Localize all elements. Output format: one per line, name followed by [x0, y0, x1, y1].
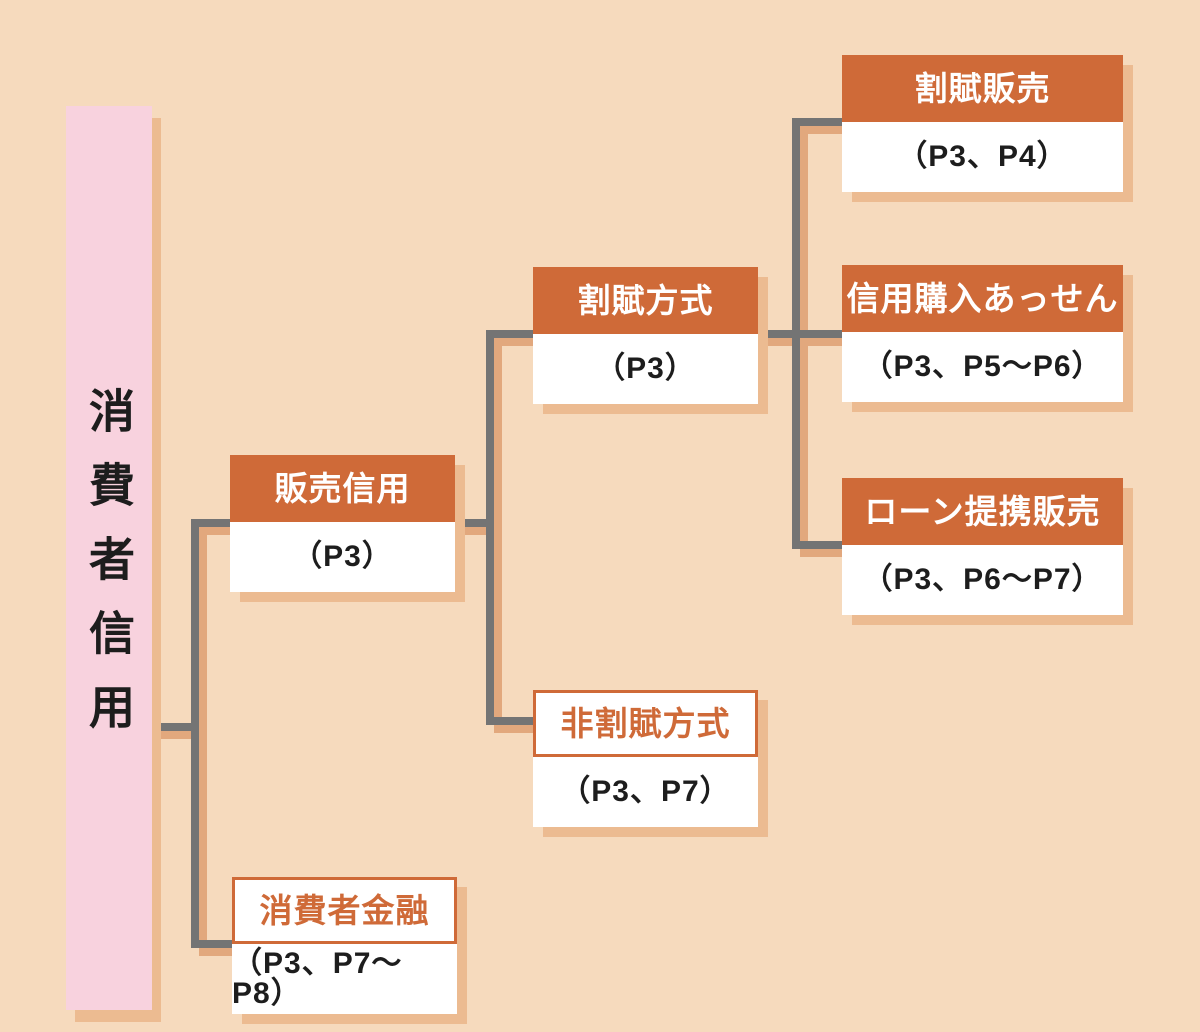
- connector-from-kappu-hoshiki: [758, 330, 800, 338]
- connector-to-kappu-hanbai: [792, 118, 843, 126]
- node-pages: （P3、P7）: [533, 757, 758, 827]
- connector-middle-vertical: [486, 330, 494, 725]
- root-node-consumer-credit: 消費者信用: [66, 106, 152, 1010]
- connector-from-hanbai-shinyo: [455, 519, 494, 527]
- node-pages: （P3、P4）: [842, 122, 1123, 192]
- connector-to-shohisha-kinyu: [191, 940, 233, 948]
- node-kappu-hanbai: 割賦販売 （P3、P4）: [842, 55, 1123, 192]
- node-title: 非割賦方式: [533, 690, 758, 757]
- node-loan-teikei-hanbai: ローン提携販売 （P3、P6～P7）: [842, 478, 1123, 615]
- node-title: ローン提携販売: [842, 478, 1123, 545]
- node-pages: （P3）: [230, 522, 455, 592]
- node-shinyo-konyu-assen: 信用購入あっせん （P3、P5～P6）: [842, 265, 1123, 402]
- connector-to-shinyo-konyu-assen: [792, 330, 843, 338]
- node-pages: （P3）: [533, 334, 758, 404]
- connector-root-trunk: [152, 723, 199, 731]
- connector-to-loan-teikei-hanbai: [792, 541, 843, 549]
- node-title: 信用購入あっせん: [842, 265, 1123, 332]
- node-pages: （P3、P6～P7）: [842, 545, 1123, 615]
- node-shohisha-kinyu: 消費者金融 （P3、P7～P8）: [232, 877, 457, 1014]
- node-title: 割賦方式: [533, 267, 758, 334]
- connector-left-vertical: [191, 519, 199, 948]
- node-title: 販売信用: [230, 455, 455, 522]
- connector-to-kappu-hoshiki: [486, 330, 534, 338]
- node-title: 消費者金融: [232, 877, 457, 944]
- node-hanbai-shinyo: 販売信用 （P3）: [230, 455, 455, 592]
- node-pages: （P3、P7～P8）: [232, 944, 457, 1014]
- root-node-label: 消費者信用: [83, 387, 135, 757]
- connector-to-hi-kappu-hoshiki: [486, 717, 534, 725]
- node-title: 割賦販売: [842, 55, 1123, 122]
- connector-to-hanbai-shinyo: [191, 519, 231, 527]
- node-kappu-hoshiki: 割賦方式 （P3）: [533, 267, 758, 404]
- node-pages: （P3、P5～P6）: [842, 332, 1123, 402]
- node-hi-kappu-hoshiki: 非割賦方式 （P3、P7）: [533, 690, 758, 827]
